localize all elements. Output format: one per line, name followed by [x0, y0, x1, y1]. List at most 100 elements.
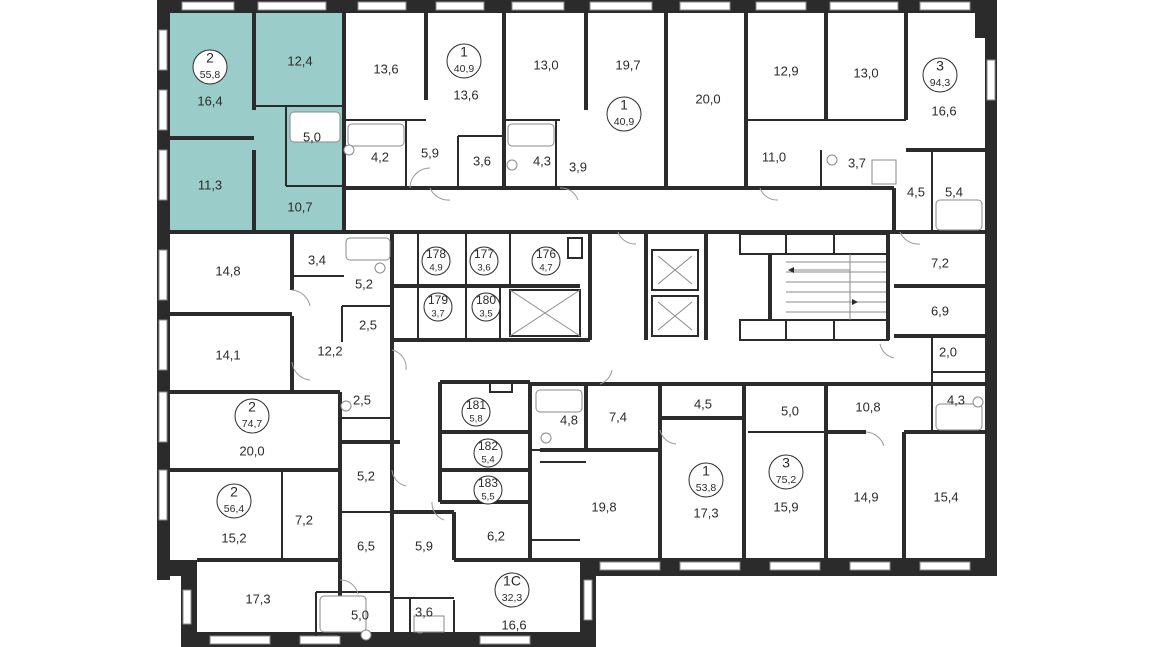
room-area: 16,4	[197, 93, 222, 108]
locker-badge[interactable]: 179 3,7	[423, 292, 453, 322]
svg-text:55,8: 55,8	[200, 69, 221, 81]
room-area: 4,3	[947, 392, 965, 407]
svg-text:177: 177	[474, 247, 494, 261]
room-area: 16,6	[931, 103, 956, 118]
room-area: 11,3	[198, 177, 222, 192]
room-area: 13,0	[853, 65, 878, 80]
apartment-badge[interactable]: 2 56,4	[216, 483, 252, 519]
interior-walls	[170, 12, 990, 636]
apartment-badges: 2 55,8 1 40,9 1 40,9 3 94,3 2 74,7 2 56,…	[192, 43, 958, 608]
room-area: 11,0	[762, 149, 786, 164]
room-area: 15,2	[221, 530, 246, 545]
svg-text:5,8: 5,8	[469, 414, 482, 425]
room-area: 14,9	[853, 489, 878, 504]
locker-badge[interactable]: 178 4,9	[421, 246, 451, 276]
svg-text:5,5: 5,5	[481, 492, 494, 503]
apartment-badge[interactable]: 3 94,3	[922, 57, 958, 93]
room-area: 4,5	[694, 396, 712, 411]
room-area: 20,0	[695, 91, 720, 106]
svg-text:94,3: 94,3	[930, 77, 951, 89]
svg-text:3: 3	[936, 58, 944, 74]
svg-text:1: 1	[702, 463, 710, 479]
apartment-badge[interactable]: 1 40,9	[606, 96, 642, 132]
room-area: 20,0	[239, 443, 264, 458]
room-area: 5,9	[415, 538, 433, 553]
room-area: 14,8	[215, 263, 240, 278]
svg-text:40,9: 40,9	[614, 116, 635, 128]
svg-text:32,3: 32,3	[502, 592, 523, 604]
room-area: 19,8	[591, 499, 616, 514]
storage-locker-badges: 178 4,9 177 3,6 176 4,7 179 3,7 180 3,5 …	[421, 246, 561, 505]
svg-text:2: 2	[230, 484, 238, 500]
room-area: 19,7	[615, 57, 640, 72]
room-area: 5,2	[355, 276, 373, 291]
locker-badge[interactable]: 176 4,7	[531, 246, 561, 276]
room-area: 3,7	[848, 155, 866, 170]
room-area: 7,2	[295, 512, 313, 527]
svg-text:2: 2	[206, 50, 214, 66]
room-area: 5,4	[945, 184, 963, 199]
room-area: 4,8	[560, 412, 578, 427]
apartment-badge[interactable]: 1 53,8	[688, 462, 724, 498]
svg-text:3: 3	[782, 455, 790, 471]
room-area: 3,6	[415, 604, 433, 619]
room-area: 4,5	[907, 184, 925, 199]
svg-text:40,9: 40,9	[454, 63, 475, 75]
svg-text:1C: 1C	[503, 573, 521, 589]
room-area: 5,9	[421, 145, 439, 160]
room-area: 4,3	[533, 153, 551, 168]
room-area: 5,0	[351, 607, 369, 622]
room-area: 3,9	[569, 159, 587, 174]
room-area: 7,4	[609, 409, 627, 424]
svg-text:3,5: 3,5	[479, 309, 492, 320]
apartment-badge[interactable]: 2 55,8	[192, 49, 228, 85]
svg-text:180: 180	[476, 293, 496, 307]
room-area: 5,0	[781, 403, 799, 418]
locker-badge[interactable]: 177 3,6	[469, 246, 499, 276]
apartment-badge[interactable]: 3 75,2	[768, 454, 804, 490]
room-area: 10,7	[287, 199, 312, 214]
room-area: 13,0	[533, 57, 558, 72]
svg-text:5,4: 5,4	[481, 455, 494, 466]
room-area: 13,6	[373, 61, 398, 76]
apartment-badge[interactable]: 1 40,9	[446, 43, 482, 79]
svg-text:178: 178	[426, 247, 446, 261]
room-area: 12,9	[773, 63, 798, 78]
svg-text:74,7: 74,7	[242, 418, 263, 430]
doors	[291, 167, 921, 595]
svg-text:1: 1	[460, 44, 468, 60]
apartment-badge[interactable]: 1C 32,3	[494, 572, 530, 608]
room-area-labels: 16,4 12,4 5,0 11,3 10,7 13,6 13,6 4,2 5,…	[197, 53, 965, 632]
room-area: 13,6	[453, 87, 478, 102]
room-area: 16,6	[501, 617, 526, 632]
room-area: 6,5	[357, 538, 375, 553]
room-area: 2,5	[353, 392, 371, 407]
locker-badge[interactable]: 181 5,8	[461, 397, 491, 427]
locker-badge[interactable]: 183 5,5	[473, 475, 503, 505]
room-area: 15,4	[933, 489, 958, 504]
svg-text:2: 2	[248, 399, 256, 415]
stair-arrow-icon	[788, 267, 858, 305]
room-area: 2,0	[939, 344, 957, 359]
room-area: 12,2	[317, 343, 342, 358]
svg-text:183: 183	[478, 476, 498, 490]
svg-text:3,7: 3,7	[431, 309, 444, 320]
apartment-badge[interactable]: 2 74,7	[234, 398, 270, 434]
locker-badge[interactable]: 182 5,4	[473, 438, 503, 468]
room-area: 3,6	[473, 153, 491, 168]
room-area: 6,2	[487, 528, 505, 543]
svg-text:176: 176	[536, 247, 556, 261]
room-area: 17,3	[693, 505, 718, 520]
svg-text:56,4: 56,4	[224, 503, 245, 515]
svg-text:179: 179	[428, 293, 448, 307]
svg-text:53,8: 53,8	[696, 482, 717, 494]
svg-text:3,6: 3,6	[477, 263, 490, 274]
room-area: 12,4	[287, 53, 312, 68]
locker-badge[interactable]: 180 3,5	[471, 292, 501, 322]
svg-text:181: 181	[466, 398, 486, 412]
svg-text:75,2: 75,2	[776, 474, 797, 486]
svg-text:4,7: 4,7	[539, 263, 552, 274]
svg-text:4,9: 4,9	[429, 263, 442, 274]
room-area: 5,0	[303, 129, 321, 144]
